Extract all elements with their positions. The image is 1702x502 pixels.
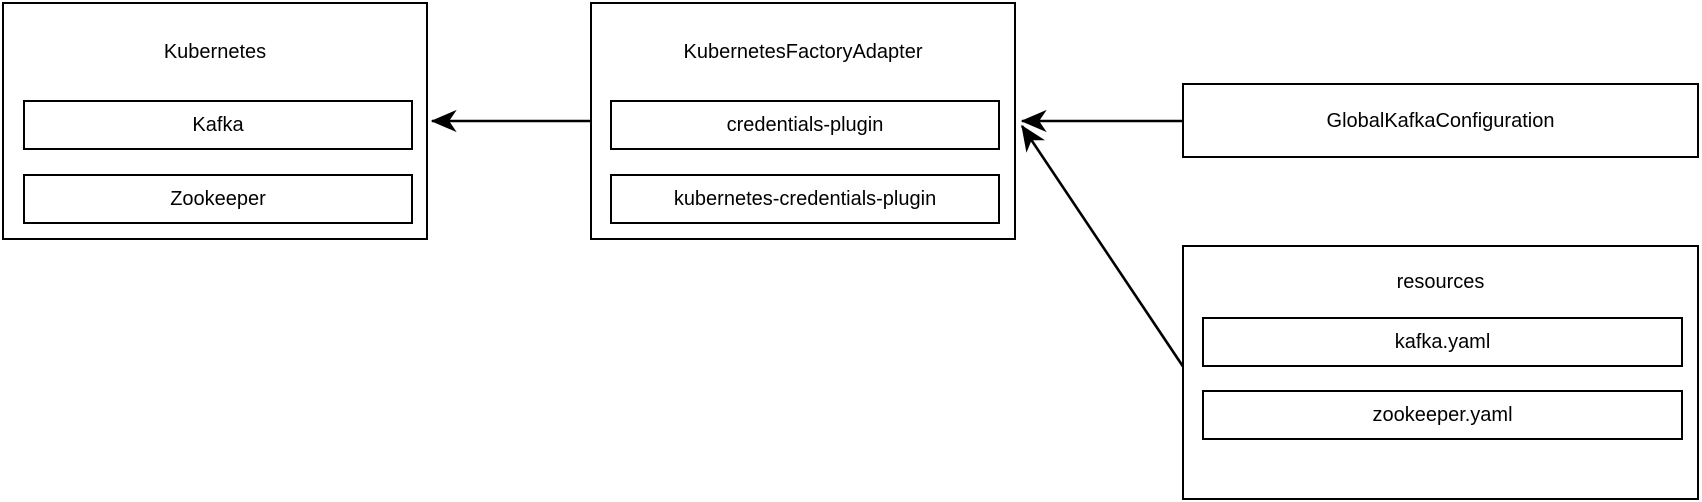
node-zookeeper[interactable]: Zookeeper: [23, 174, 413, 224]
node-title-global-kafka-configuration: GlobalKafkaConfiguration: [1326, 109, 1555, 132]
node-resources[interactable]: resources kafka.yaml zookeeper.yaml: [1182, 245, 1699, 500]
node-title-resources: resources: [1396, 271, 1485, 293]
node-kafka[interactable]: Kafka: [23, 100, 413, 150]
node-kafka-yaml[interactable]: kafka.yaml: [1202, 317, 1683, 367]
node-label-kafka-yaml: kafka.yaml: [1394, 331, 1491, 353]
edge-resources-to-adapter: [1020, 124, 1188, 372]
node-zookeeper-yaml[interactable]: zookeeper.yaml: [1202, 390, 1683, 440]
node-label-credentials-plugin: credentials-plugin: [726, 114, 884, 136]
node-title-kubernetes: Kubernetes: [163, 41, 267, 63]
node-label-zookeeper: Zookeeper: [170, 188, 266, 210]
node-kubernetes-credentials-plugin[interactable]: kubernetes-credentials-plugin: [610, 174, 1000, 224]
node-global-kafka-configuration[interactable]: GlobalKafkaConfiguration: [1182, 83, 1699, 158]
node-label-kubernetes-credentials-plugin: kubernetes-credentials-plugin: [673, 188, 937, 210]
node-kubernetes-factory-adapter[interactable]: KubernetesFactoryAdapter credentials-plug…: [590, 2, 1016, 240]
node-title-kubernetes-factory-adapter: KubernetesFactoryAdapter: [683, 41, 923, 63]
node-label-kafka: Kafka: [192, 114, 244, 136]
node-credentials-plugin[interactable]: credentials-plugin: [610, 100, 1000, 150]
node-label-zookeeper-yaml: zookeeper.yaml: [1372, 404, 1513, 426]
